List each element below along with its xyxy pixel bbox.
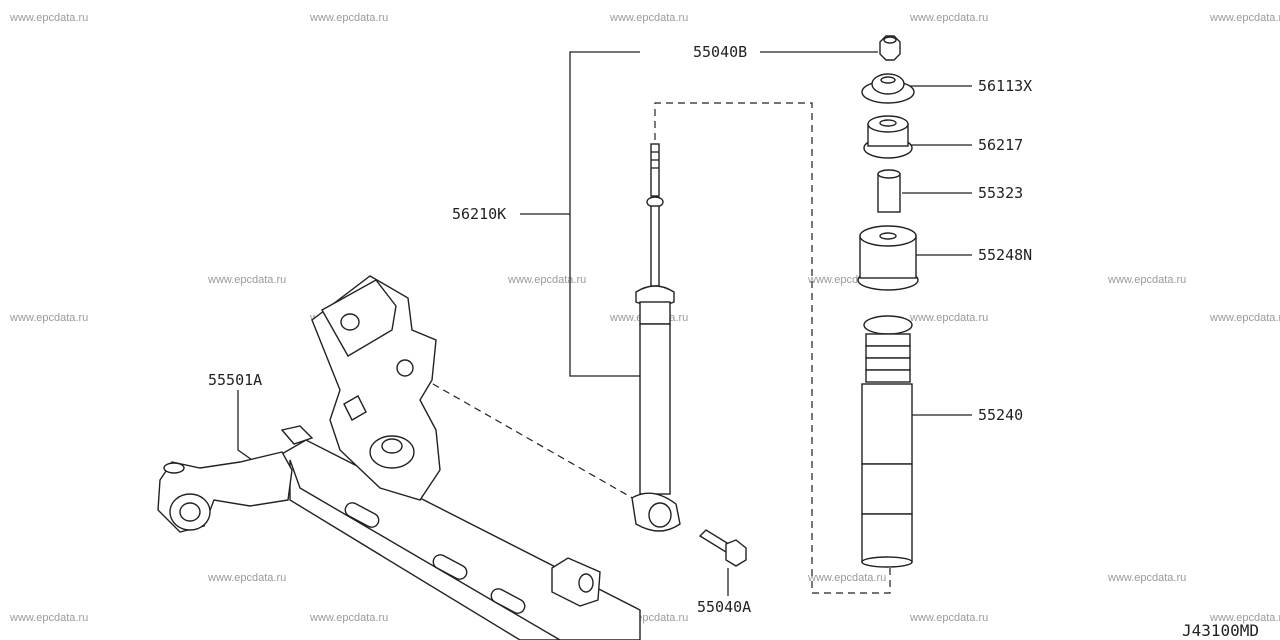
watermark: www.epcdata.ru	[309, 12, 388, 24]
shock-upper-body	[639, 301, 671, 325]
watermark: www.epcdata.ru	[609, 12, 688, 24]
bracket-tab	[343, 395, 367, 421]
label-56113X[interactable]: 56113X	[978, 77, 1032, 95]
bumper-rib	[865, 333, 911, 347]
beam-bracket	[551, 557, 601, 607]
watermark: www.epcdata.ru	[9, 312, 88, 324]
bumper-cup-55248N	[857, 225, 919, 291]
shock-mount-hole	[396, 359, 414, 377]
label-55040B[interactable]: 55040B	[693, 43, 747, 61]
nut-55040B	[879, 35, 901, 61]
shock-absorber	[631, 143, 681, 532]
bushing-56217	[863, 115, 913, 159]
beam-slot	[490, 588, 526, 614]
hex-nut-top	[883, 36, 897, 44]
watermark: www.epcdata.ru	[207, 274, 286, 286]
watermark: www.epcdata.ru	[909, 612, 988, 624]
dust-cover-55240	[861, 315, 913, 568]
beam-slot	[432, 554, 468, 580]
arm-bushing-inner	[179, 502, 201, 522]
bracket-plate	[321, 279, 397, 357]
leader-55501A	[237, 390, 256, 463]
beam-slot	[344, 502, 380, 528]
label-55248N[interactable]: 55248N	[978, 246, 1032, 264]
bumper-cap	[863, 315, 913, 335]
bolt-head	[725, 539, 747, 567]
cover-bottom	[861, 556, 913, 568]
beam-upper	[279, 439, 641, 640]
watermark: www.epcdata.ru	[309, 612, 388, 624]
assembly-dash-lines	[411, 102, 891, 594]
label-55040A[interactable]: 55040A	[697, 598, 751, 616]
bracket-tab	[280, 425, 314, 445]
shock-rod	[650, 205, 660, 287]
label-55323[interactable]: 55323	[978, 184, 1023, 202]
label-55501A[interactable]: 55501A	[208, 371, 262, 389]
part-labels: 55040B 56113X 56217 55323 56210K 55248N …	[208, 43, 1032, 616]
assembly-path-shock	[654, 102, 891, 594]
watermark: www.epcdata.ru	[909, 312, 988, 324]
leader-lines	[237, 51, 972, 596]
shock-body	[639, 323, 671, 495]
cover-lower	[861, 513, 913, 563]
bushing-hole	[879, 119, 897, 127]
sleeve-body	[877, 173, 901, 213]
beam-side	[289, 459, 562, 640]
watermark: www.epcdata.ru	[1107, 274, 1186, 286]
watermark: www.epcdata.ru	[1209, 312, 1280, 324]
leader-bracket-56210K	[569, 51, 640, 377]
label-56210K[interactable]: 56210K	[452, 205, 506, 223]
spring-seat-hole	[381, 438, 403, 454]
assembly-path-mount	[411, 371, 637, 501]
watermark: www.epcdata.ru	[807, 572, 886, 584]
washer-56113X	[861, 73, 915, 104]
bolt-55040A	[698, 529, 747, 567]
bracket-hole	[578, 573, 594, 593]
shock-eye-bushing	[648, 502, 672, 528]
cover-upper	[861, 383, 913, 465]
diagram-code: J43100MD	[1182, 621, 1259, 640]
cover-middle	[861, 463, 913, 515]
sleeve-55323	[877, 169, 901, 213]
cup-hole	[879, 232, 897, 240]
watermark: www.epcdata.ru	[1107, 572, 1186, 584]
bumper-rib	[865, 357, 911, 371]
bumper-rib	[865, 345, 911, 359]
watermark: www.epcdata.ru	[9, 12, 88, 24]
watermark: www.epcdata.ru	[1209, 12, 1280, 24]
watermark: www.epcdata.ru	[507, 274, 586, 286]
label-56217[interactable]: 56217	[978, 136, 1023, 154]
bumper-rib	[865, 369, 911, 383]
bracket-hole	[340, 313, 360, 331]
sleeve-top	[877, 169, 901, 179]
watermark: www.epcdata.ru	[207, 572, 286, 584]
shock-rod-top	[650, 143, 660, 197]
rear-axle-beam	[157, 275, 641, 640]
watermark: www.epcdata.ru	[909, 12, 988, 24]
label-55240[interactable]: 55240	[978, 406, 1023, 424]
watermark: www.epcdata.ru	[9, 612, 88, 624]
arm-bushing-top	[163, 462, 185, 474]
washer-hole	[880, 76, 896, 84]
washer-dome	[871, 73, 905, 95]
watermark: www.epcdata.ru	[1209, 612, 1280, 624]
